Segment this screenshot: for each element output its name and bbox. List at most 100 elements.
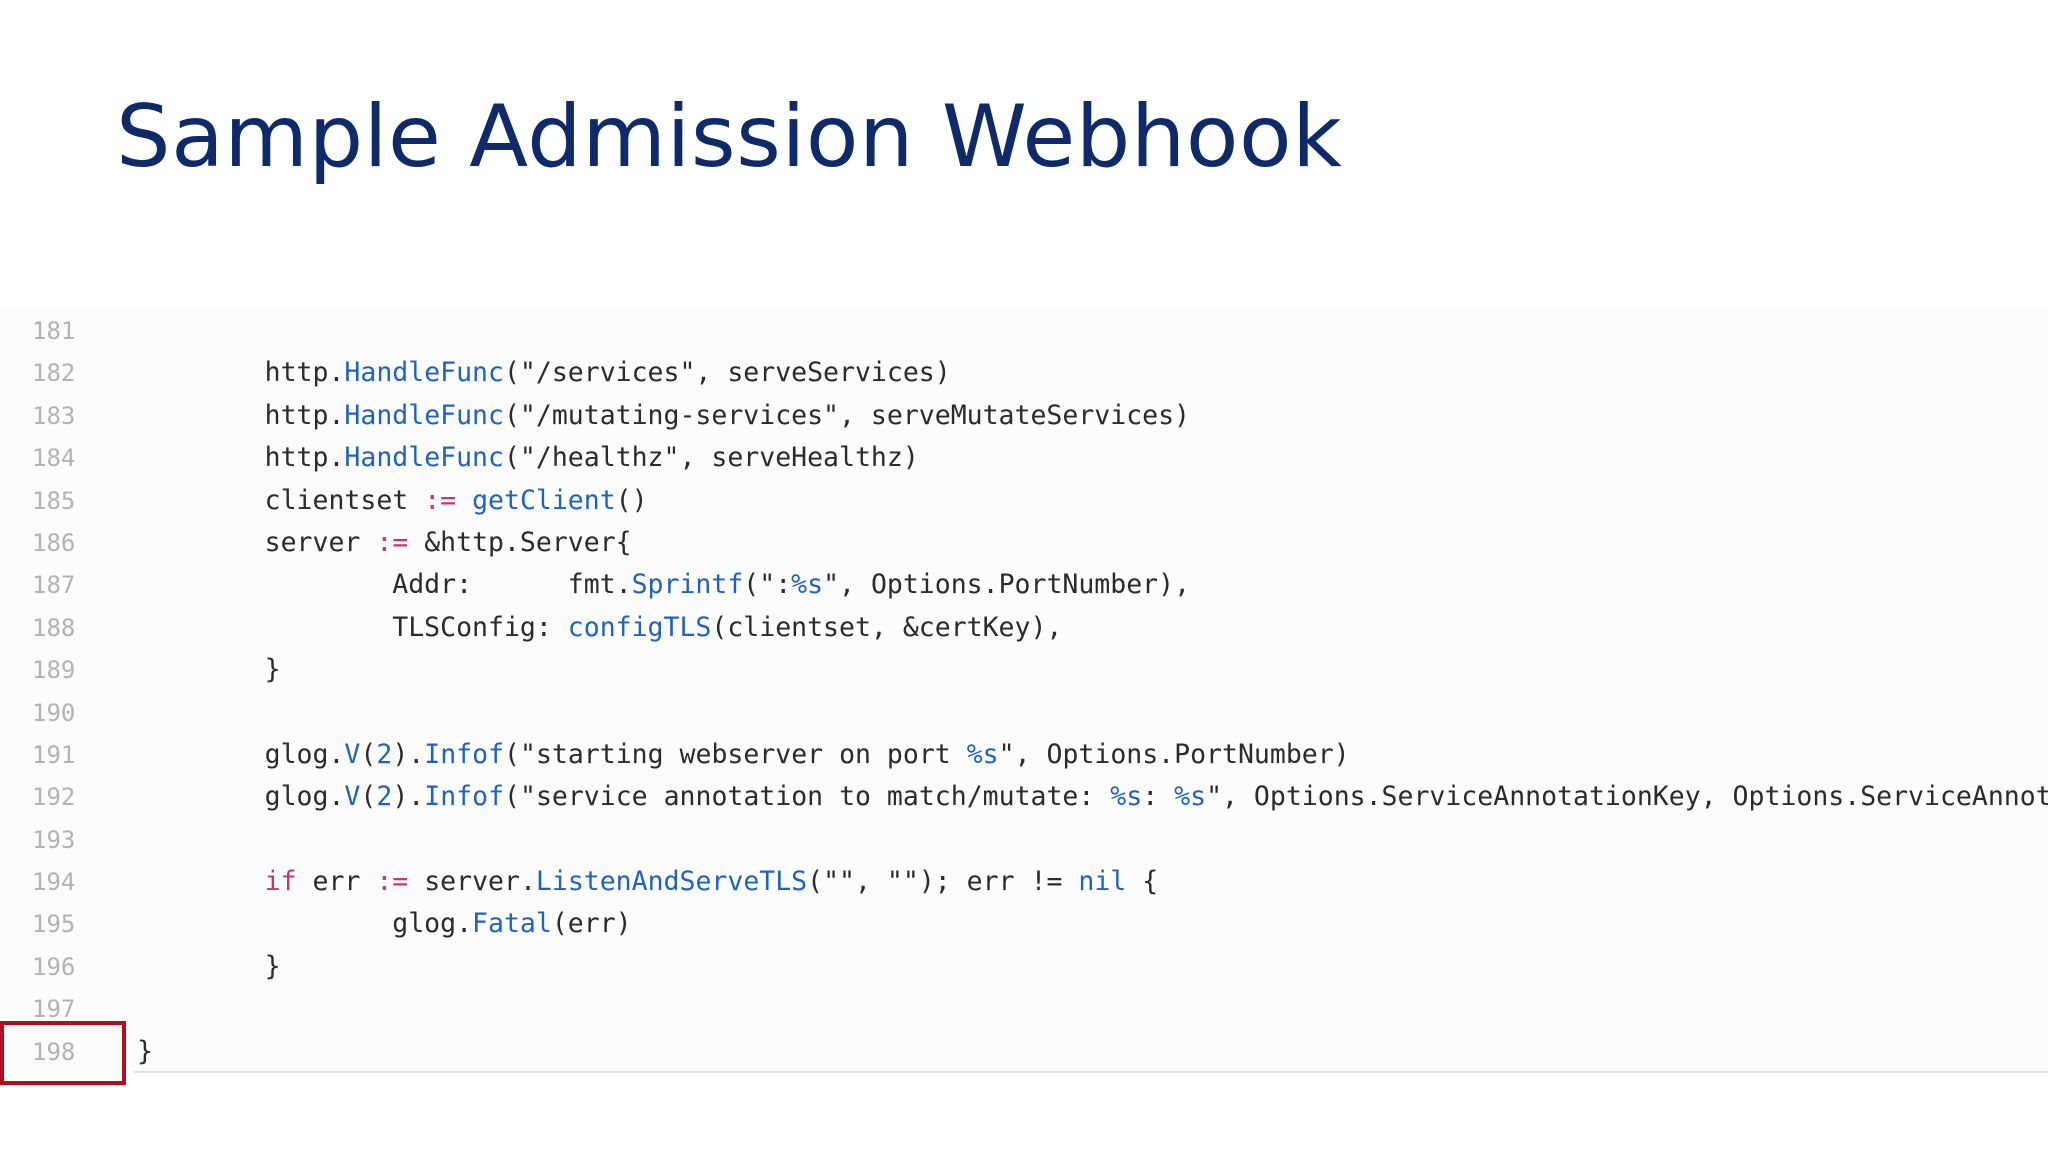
code-token: glog. xyxy=(137,908,473,940)
code-text: server := &http.Server{ xyxy=(137,522,632,564)
code-token: server. xyxy=(408,866,536,898)
code-text: glog.V(2).Infof("service annotation to m… xyxy=(137,776,2048,818)
code-token: %s xyxy=(1110,781,1143,813)
code-line: 181 xyxy=(0,310,2048,352)
code-text: glog.Fatal(err) xyxy=(137,903,632,945)
code-text: } xyxy=(137,649,281,691)
code-token: } xyxy=(137,950,281,982)
code-token: ("/mutating-services", serveMutateServic… xyxy=(503,399,1191,431)
line-198-highlight-box xyxy=(0,1021,126,1085)
code-token xyxy=(137,866,265,897)
code-token: ( xyxy=(360,781,377,813)
line-number: 197 xyxy=(32,995,76,1024)
code-line: 188 TLSConfig: configTLS(clientset, &cer… xyxy=(0,607,2048,649)
line-number: 190 xyxy=(32,698,76,727)
code-text: http.HandleFunc("/services", serveServic… xyxy=(137,352,951,394)
code-line: 184 http.HandleFunc("/healthz", serveHea… xyxy=(0,437,2048,479)
code-line: 192 glog.V(2).Infof("service annotation … xyxy=(0,776,2048,818)
code-line: 183 http.HandleFunc("/mutating-services"… xyxy=(0,395,2048,437)
code-line: 197 xyxy=(0,988,2048,1030)
line-number: 186 xyxy=(32,528,76,557)
code-token: Addr: fmt. xyxy=(137,569,632,601)
line-number: 183 xyxy=(32,401,76,430)
code-token: } xyxy=(137,654,281,686)
code-bottom-divider xyxy=(134,1071,2048,1073)
code-line: 196 } xyxy=(0,946,2048,988)
line-number: 188 xyxy=(32,613,76,642)
code-token: err xyxy=(296,866,377,898)
code-token: getClient xyxy=(472,484,616,516)
code-token: Infof xyxy=(424,738,505,770)
line-number: 189 xyxy=(32,656,76,685)
code-token: (": xyxy=(743,569,792,601)
code-token: %s xyxy=(966,738,999,770)
line-number: 185 xyxy=(32,486,76,515)
code-line: 182 http.HandleFunc("/services", serveSe… xyxy=(0,352,2048,394)
code-token: ("/services", serveServices) xyxy=(503,357,951,389)
code-token: ", Options.ServiceAnnotationKey, Options… xyxy=(1206,781,2048,813)
line-number: 194 xyxy=(32,868,76,897)
line-number: 195 xyxy=(32,910,76,939)
code-token: (clientset, &certKey), xyxy=(711,611,1063,643)
code-text: } xyxy=(137,946,281,988)
code-text: } xyxy=(137,1031,153,1073)
code-token: http. xyxy=(137,357,345,389)
line-number: 196 xyxy=(32,952,76,981)
code-line: 189 } xyxy=(0,649,2048,691)
code-token: ("", ""); err != xyxy=(807,866,1079,898)
code-token: glog. xyxy=(137,738,345,770)
line-number: 192 xyxy=(32,783,76,812)
code-line: 186 server := &http.Server{ xyxy=(0,522,2048,564)
code-token: ). xyxy=(392,738,425,770)
code-token: ( xyxy=(360,738,377,770)
line-number: 182 xyxy=(32,359,76,388)
code-text: http.HandleFunc("/mutating-services", se… xyxy=(137,395,1190,437)
code-token: http. xyxy=(137,442,345,474)
slide-title: Sample Admission Webhook xyxy=(116,87,1343,187)
code-token: ("starting webserver on port xyxy=(504,738,967,770)
code-token: Infof xyxy=(424,781,505,813)
code-token: ("/healthz", serveHealthz) xyxy=(503,442,919,474)
code-text: clientset := getClient() xyxy=(137,480,648,522)
line-number: 191 xyxy=(32,740,76,769)
code-token: &http.Server{ xyxy=(408,526,632,558)
code-line: 187 Addr: fmt.Sprintf(":%s", Options.Por… xyxy=(0,564,2048,606)
code-panel xyxy=(0,310,2048,1072)
code-line: 191 glog.V(2).Infof("starting webserver … xyxy=(0,734,2048,776)
code-token: ("service annotation to match/mutate: xyxy=(504,781,1111,813)
code-line: 193 xyxy=(0,819,2048,861)
code-token: 2 xyxy=(376,738,393,770)
code-token: : xyxy=(1142,781,1175,813)
line-number: 187 xyxy=(32,571,76,600)
line-number: 198 xyxy=(32,1037,76,1066)
code-token: := xyxy=(424,484,457,516)
code-token: ). xyxy=(392,781,425,813)
code-text: glog.V(2).Infof("starting webserver on p… xyxy=(137,734,1350,776)
code-line: 185 clientset := getClient() xyxy=(0,480,2048,522)
code-token: ", Options.PortNumber), xyxy=(823,569,1191,601)
code-text: Addr: fmt.Sprintf(":%s", Options.PortNum… xyxy=(137,564,1190,606)
code-token: HandleFunc xyxy=(344,442,504,474)
code-token: Sprintf xyxy=(631,569,744,601)
code-text: http.HandleFunc("/healthz", serveHealthz… xyxy=(137,437,919,479)
code-token: glog. xyxy=(137,781,345,813)
code-token: 2 xyxy=(376,781,393,813)
code-token: () xyxy=(615,484,648,516)
code-token: V xyxy=(344,738,361,770)
code-text: if err := server.ListenAndServeTLS("", "… xyxy=(137,861,1159,903)
code-line: 198} xyxy=(0,1031,2048,1073)
code-token: ", Options.PortNumber) xyxy=(998,738,1350,770)
code-token: ListenAndServeTLS xyxy=(535,866,808,898)
code-token: V xyxy=(344,781,361,813)
code-token: (err) xyxy=(551,908,632,940)
code-line: 194 if err := server.ListenAndServeTLS("… xyxy=(0,861,2048,903)
code-token: Fatal xyxy=(472,908,552,940)
code-token: HandleFunc xyxy=(344,399,504,431)
code-token: %s xyxy=(1174,781,1207,813)
code-token: %s xyxy=(791,569,824,601)
code-token: HandleFunc xyxy=(344,357,504,389)
code-token: clientset xyxy=(137,484,425,516)
line-number: 181 xyxy=(32,317,76,345)
code-token: := xyxy=(376,526,409,558)
code-line: 195 glog.Fatal(err) xyxy=(0,903,2048,945)
